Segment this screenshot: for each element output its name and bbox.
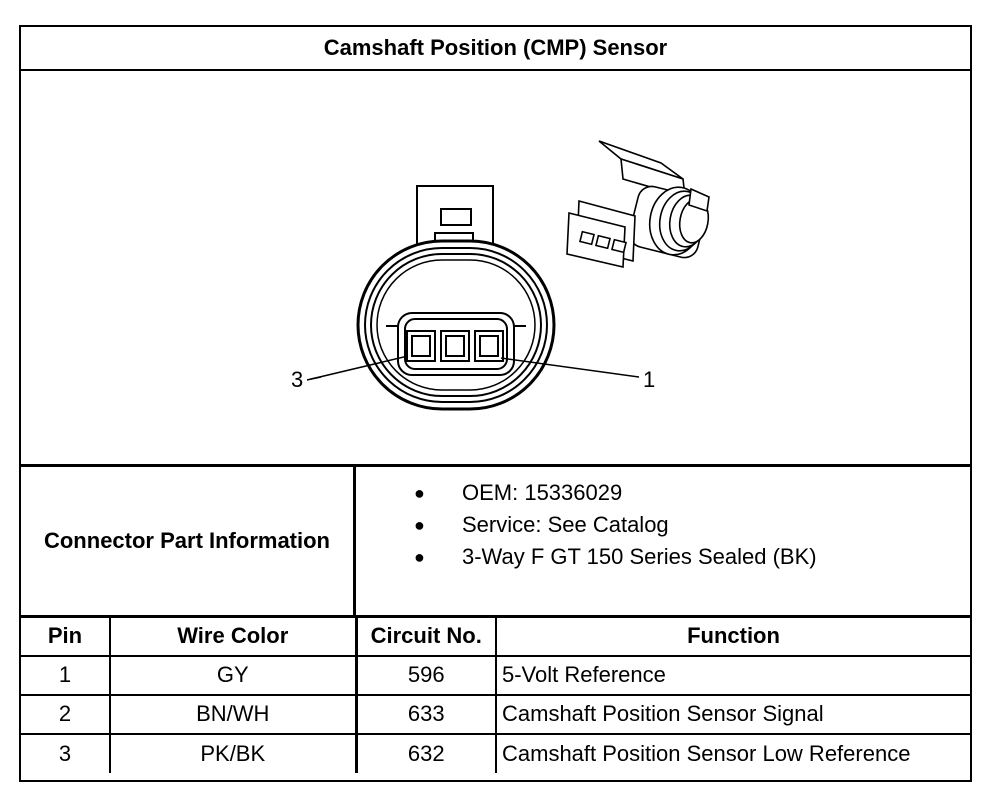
connector-sheet: Camshaft Position (CMP) Sensor — [19, 25, 972, 782]
table-row: 2 BN/WH 633 Camshaft Position Sensor Sig… — [21, 693, 970, 735]
cell-function: 5-Volt Reference — [495, 654, 970, 696]
oem-part-number: OEM: 15336029 — [462, 480, 623, 505]
cell-circuit-no: 632 — [354, 732, 497, 773]
cell-circuit-no: 633 — [354, 693, 497, 735]
service-part-number: Service: See Catalog — [462, 512, 669, 537]
connector-isometric-illustration — [566, 140, 710, 268]
connector-info-label: Connector Part Information — [21, 467, 356, 615]
connector-description: 3-Way F GT 150 Series Sealed (BK) — [462, 544, 817, 569]
locking-tab — [416, 185, 494, 247]
cell-wire-color: PK/BK — [109, 732, 357, 773]
bullet-icon: ● — [414, 515, 425, 535]
connector-face-diagram: 3 1 — [291, 140, 710, 411]
connector-figure: 3 1 — [21, 71, 970, 466]
list-item: ● 3-Way F GT 150 Series Sealed (BK) — [356, 541, 970, 573]
bullet-icon: ● — [414, 547, 425, 567]
terminal-pins — [406, 330, 504, 362]
cell-function: Camshaft Position Sensor Signal — [495, 693, 970, 735]
list-item: ● OEM: 15336029 — [356, 477, 970, 509]
pin-3-label: 3 — [291, 367, 303, 392]
cell-wire-color: GY — [109, 654, 357, 696]
cell-pin: 1 — [21, 654, 111, 696]
list-item: ● Service: See Catalog — [356, 509, 970, 541]
page-title: Camshaft Position (CMP) Sensor — [21, 27, 970, 71]
bullet-icon: ● — [414, 483, 425, 503]
cell-circuit-no: 596 — [354, 654, 497, 696]
pinout-table: Pin Wire Color Circuit No. Function 1 GY… — [21, 615, 970, 773]
cell-wire-color: BN/WH — [109, 693, 357, 735]
header-function: Function — [495, 615, 970, 657]
header-wire-color: Wire Color — [109, 615, 357, 657]
connector-part-info: Connector Part Information ● OEM: 1533602… — [21, 464, 970, 615]
header-pin: Pin — [21, 615, 111, 657]
cell-function: Camshaft Position Sensor Low Reference — [495, 732, 970, 773]
cell-pin: 3 — [21, 732, 111, 773]
pin-1-leader — [500, 357, 640, 378]
table-row: 3 PK/BK 632 Camshaft Position Sensor Low… — [21, 732, 970, 773]
header-circuit-no: Circuit No. — [354, 615, 497, 657]
connector-info-list: ● OEM: 15336029 ● Service: See Catalog ● 3-… — [356, 467, 970, 615]
table-row: 1 GY 596 5-Volt Reference — [21, 654, 970, 696]
pin-3-leader — [306, 355, 409, 381]
cell-pin: 2 — [21, 693, 111, 735]
pin-1-label: 1 — [643, 367, 655, 392]
table-header-row: Pin Wire Color Circuit No. Function — [21, 615, 970, 657]
